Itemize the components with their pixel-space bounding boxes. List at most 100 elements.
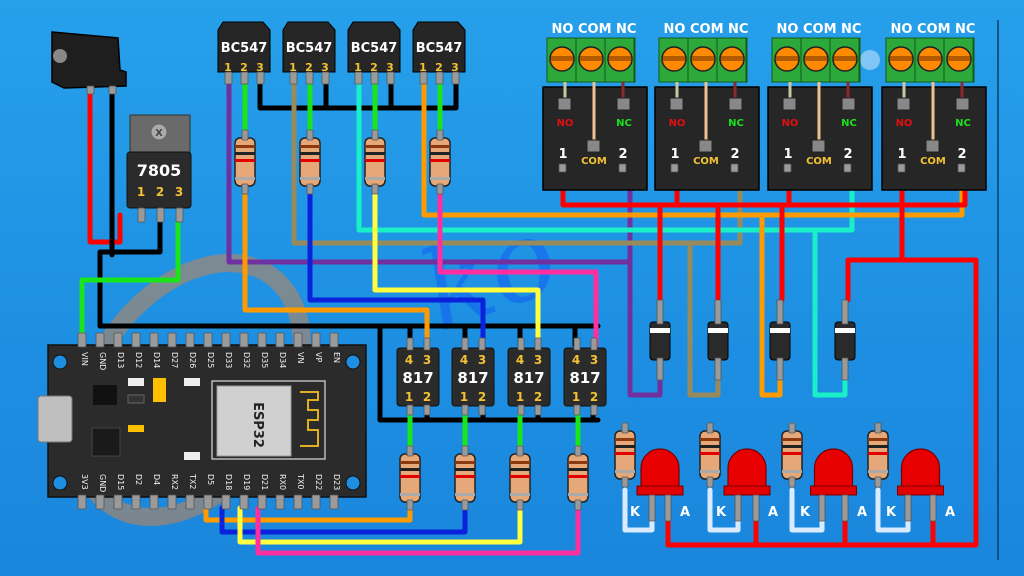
relay-com-pin <box>925 139 940 153</box>
transistor-pin-label: 3 <box>256 61 264 74</box>
relay-coil-pin <box>730 163 739 173</box>
opto-pin-label: 4 <box>516 353 524 367</box>
resistor-band <box>510 493 530 496</box>
resistor-band <box>782 452 802 455</box>
opto-pin-label: 4 <box>572 353 580 367</box>
transistor-pin <box>305 71 314 85</box>
esp32-header-pin <box>149 494 159 510</box>
esp32-header-pin <box>221 332 231 348</box>
esp32-header-pin <box>203 332 213 348</box>
resistor-band <box>300 159 320 162</box>
diode <box>707 321 729 361</box>
transistor-pin <box>419 71 428 85</box>
resistor-lead <box>241 129 249 141</box>
opto-pin <box>461 337 469 351</box>
relay-coil-pin <box>558 163 567 173</box>
led-lead <box>752 494 760 522</box>
opto-pin-label: 3 <box>590 353 598 367</box>
wire-diode4 <box>759 212 783 398</box>
opto-body <box>451 347 495 407</box>
wire-diode4-k <box>845 202 905 303</box>
resistor-band <box>300 145 320 148</box>
resistor-band <box>700 470 720 473</box>
resistor-band <box>615 452 635 455</box>
transistor-pin <box>256 71 265 85</box>
wire-diode3 <box>812 227 848 398</box>
resistor-band <box>365 145 385 148</box>
esp32-header-pin <box>329 494 339 510</box>
esp32-bottom-pin-label: TX2 <box>188 473 197 489</box>
esp32-header-pin <box>113 494 123 510</box>
relay-coil-pin2-label: 2 <box>618 147 627 162</box>
opto-resistor <box>567 453 589 503</box>
resistor-lead <box>406 499 414 511</box>
esp32-top-pin-label: VP <box>314 352 323 362</box>
opto-pin-label: 1 <box>516 390 524 404</box>
relay-terminal-label: NO COM NC <box>552 22 637 37</box>
opto-pin <box>478 337 486 351</box>
resistor-band <box>782 470 802 473</box>
regulator-pin-label: 2 <box>156 185 164 199</box>
resistor-band <box>455 461 475 464</box>
esp32-header-pin <box>293 494 303 510</box>
opto-pin-label: 3 <box>534 353 542 367</box>
usb-uart-chip <box>91 427 121 457</box>
opto-pin <box>573 404 581 416</box>
relay-coil-pin2-label: 2 <box>843 147 852 162</box>
resistor-lead <box>788 476 796 488</box>
relay-coil-pin1-label: 1 <box>670 147 679 162</box>
esp32-header-pin <box>149 332 159 348</box>
esp32-header-pin <box>203 494 213 510</box>
transistor-pin-label: 2 <box>370 61 378 74</box>
led-rim <box>636 485 684 496</box>
relay-com-pin <box>698 139 713 153</box>
opto-resistor <box>509 453 531 503</box>
transistor-body <box>282 21 336 73</box>
esp32-header-pin <box>131 332 141 348</box>
resistor-band <box>430 145 450 148</box>
opto-pin <box>534 337 542 351</box>
esp32-header-pin <box>257 494 267 510</box>
diode-cathode-band <box>708 328 728 333</box>
terminal-screw-slot <box>721 56 743 61</box>
transistor-pin-label: 2 <box>305 61 313 74</box>
opto-pin-label: 3 <box>478 353 486 367</box>
esp32-top-pin-label: D26 <box>188 352 197 368</box>
esp32-bottom-pin-label: TX0 <box>296 473 305 489</box>
dc-jack-pin <box>108 85 117 95</box>
regulator-pin-label: 1 <box>137 185 145 199</box>
resistor-lead <box>874 422 882 434</box>
wire-diode1 <box>627 259 663 398</box>
wire-relay3-coil <box>356 79 855 233</box>
relay-coil-pin <box>957 163 966 173</box>
dc-jack-body <box>51 31 127 89</box>
resistor-band <box>300 177 320 180</box>
mount-hole <box>52 475 68 491</box>
wire-5v <box>79 212 181 341</box>
esp32-module-label: ESP32 <box>250 402 265 448</box>
diode <box>769 321 791 361</box>
esp32-module-shield <box>216 385 292 457</box>
led-cathode-label: K <box>630 505 641 520</box>
esp32-header-pin <box>275 494 285 510</box>
relay-com-pin <box>811 139 826 153</box>
led-anode-label: A <box>680 505 690 520</box>
resistor-band <box>365 152 385 155</box>
opto-body <box>507 347 551 407</box>
led-resistor <box>867 430 889 480</box>
esp32-bottom-pin-label: RX0 <box>278 474 287 490</box>
diode-body <box>707 321 729 361</box>
led-rim <box>897 485 944 496</box>
wire-jack-positive <box>87 87 123 245</box>
diode-lead <box>714 299 722 325</box>
transistor-label: BC547 <box>221 41 268 56</box>
led-resistor <box>781 430 803 480</box>
transistor-label: BC547 <box>351 41 398 56</box>
esp32-top-pin-label: EN <box>332 352 341 363</box>
